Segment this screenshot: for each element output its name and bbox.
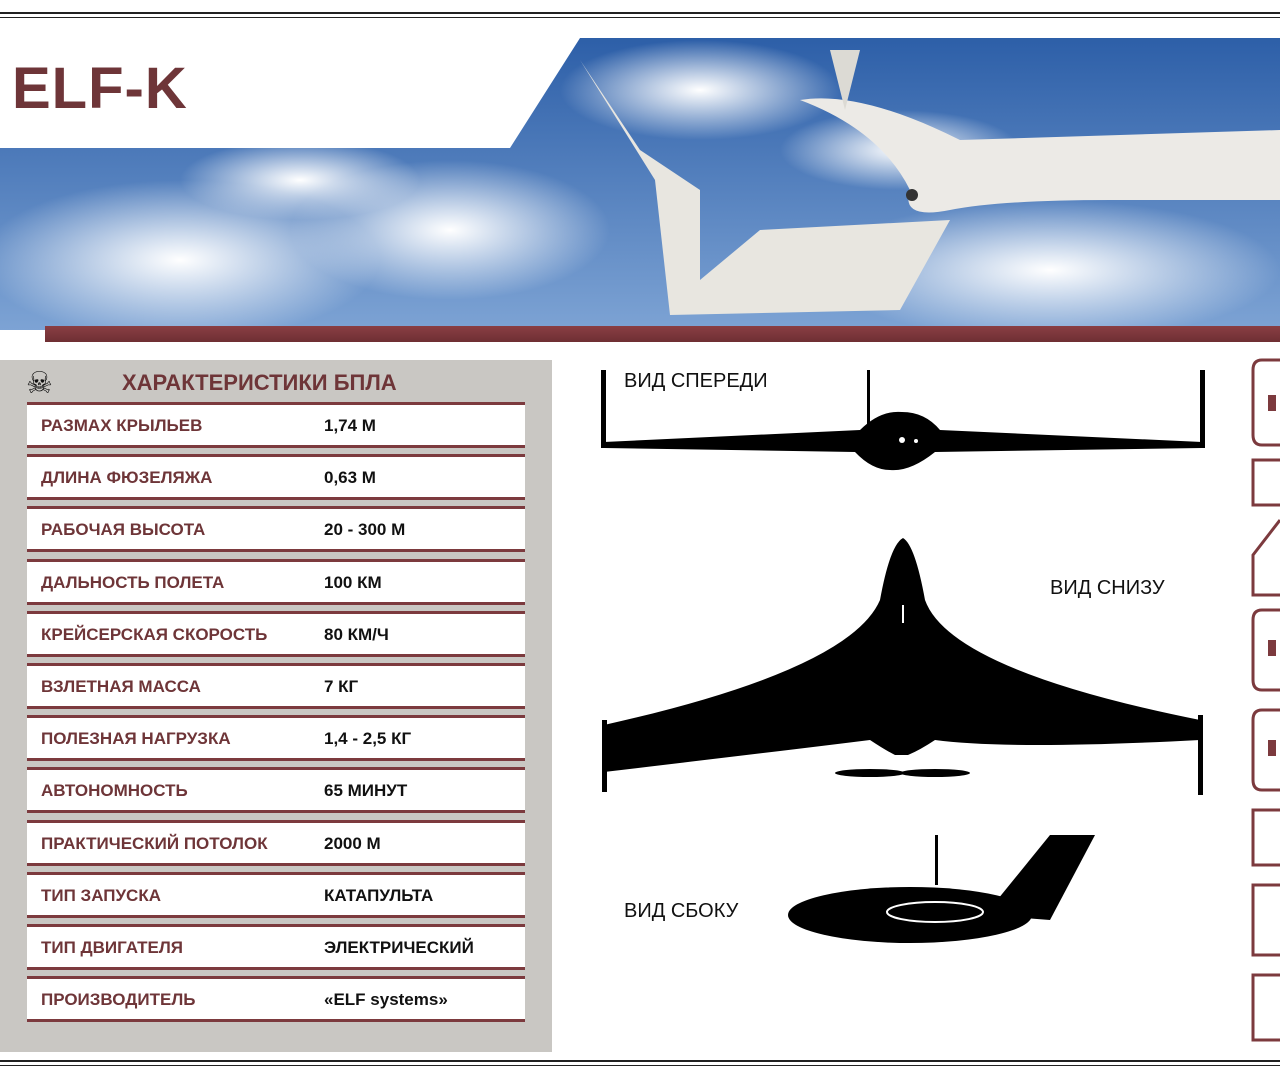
spec-row: ВЗЛЕТНАЯ МАССА 7 КГ — [27, 663, 525, 709]
spec-row: АВТОНОМНОСТЬ 65 МИНУТ — [27, 767, 525, 814]
spec-row: ТИП ДВИГАТЕЛЯ ЭЛЕКТРИЧЕСКИЙ — [27, 924, 525, 970]
spec-value: 2000 М — [324, 833, 381, 853]
spec-label: ДЛИНА ФЮЗЕЛЯЖА — [41, 468, 213, 488]
front-view-label: ВИД СПЕРЕДИ — [624, 370, 768, 392]
spec-value: КАТАПУЛЬТА — [324, 885, 434, 905]
side-decoration — [1251, 358, 1280, 1042]
spec-row: ПРОИЗВОДИТЕЛЬ «ELF systems» — [27, 976, 525, 1023]
spec-row: ДАЛЬНОСТЬ ПОЛЕТА 100 КМ — [27, 558, 525, 605]
spec-row: РАБОЧАЯ ВЫСОТА 20 - 300 М — [27, 506, 525, 553]
top-border — [0, 12, 1280, 18]
spec-label: ТИП ЗАПУСКА — [41, 885, 161, 905]
spec-value: 0,63 М — [324, 468, 376, 488]
spec-row: ДЛИНА ФЮЗЕЛЯЖА 0,63 М — [27, 454, 525, 501]
spec-label: ПОЛЕЗНАЯ НАГРУЗКА — [41, 729, 231, 749]
spec-label: АВТОНОМНОСТЬ — [41, 781, 188, 801]
spec-row: РАЗМАХ КРЫЛЬЕВ 1,74 М — [27, 402, 525, 448]
spec-value: 7 КГ — [324, 677, 359, 696]
spec-value: 20 - 300 М — [324, 520, 406, 540]
spec-value: 65 МИНУТ — [324, 781, 408, 801]
spec-row: ПОЛЕЗНАЯ НАГРУЗКА 1,4 - 2,5 КГ — [27, 715, 525, 762]
spec-value: 1,4 - 2,5 КГ — [324, 729, 412, 749]
accent-bar — [45, 326, 1280, 342]
spec-label: ДАЛЬНОСТЬ ПОЛЕТА — [41, 572, 225, 592]
side-view-drawing — [788, 835, 1095, 943]
specs-heading: ХАРАКТЕРИСТИКИ БПЛА — [122, 370, 397, 395]
drone-drawings — [601, 370, 1205, 943]
spec-value: 100 КМ — [324, 572, 382, 592]
banner-photo — [0, 38, 1280, 330]
spec-row: ТИП ЗАПУСКА КАТАПУЛЬТА — [27, 871, 525, 918]
spec-label: ПРАКТИЧЕСКИЙ ПОТОЛОК — [41, 833, 268, 853]
spec-label: РАБОЧАЯ ВЫСОТА — [41, 520, 206, 540]
bottom-border — [0, 1060, 1280, 1066]
spec-label: КРЕЙСЕРСКАЯ СКОРОСТЬ — [41, 624, 268, 644]
spec-value: «ELF systems» — [324, 990, 448, 1010]
skull-icon: ☠ — [26, 367, 53, 400]
spec-value: ЭЛЕКТРИЧЕСКИЙ — [324, 938, 474, 957]
spec-label: ТИП ДВИГАТЕЛЯ — [41, 938, 184, 957]
front-view-drawing — [601, 370, 1205, 471]
spec-label: ВЗЛЕТНАЯ МАССА — [41, 677, 201, 696]
spec-value: 80 КМ/Ч — [324, 624, 389, 644]
spec-label: РАЗМАХ КРЫЛЬЕВ — [41, 416, 203, 435]
spec-value: 1,74 М — [324, 416, 376, 435]
bottom-view-drawing — [602, 538, 1203, 795]
side-view-label: ВИД СБОКУ — [624, 900, 739, 922]
bottom-view-label: ВИД СНИЗУ — [1050, 577, 1165, 599]
spec-row: ПРАКТИЧЕСКИЙ ПОТОЛОК 2000 М — [27, 819, 525, 866]
spec-row: КРЕЙСЕРСКАЯ СКОРОСТЬ 80 КМ/Ч — [27, 610, 525, 657]
spec-label: ПРОИЗВОДИТЕЛЬ — [41, 990, 196, 1010]
page-title: ELF-K — [12, 56, 188, 121]
